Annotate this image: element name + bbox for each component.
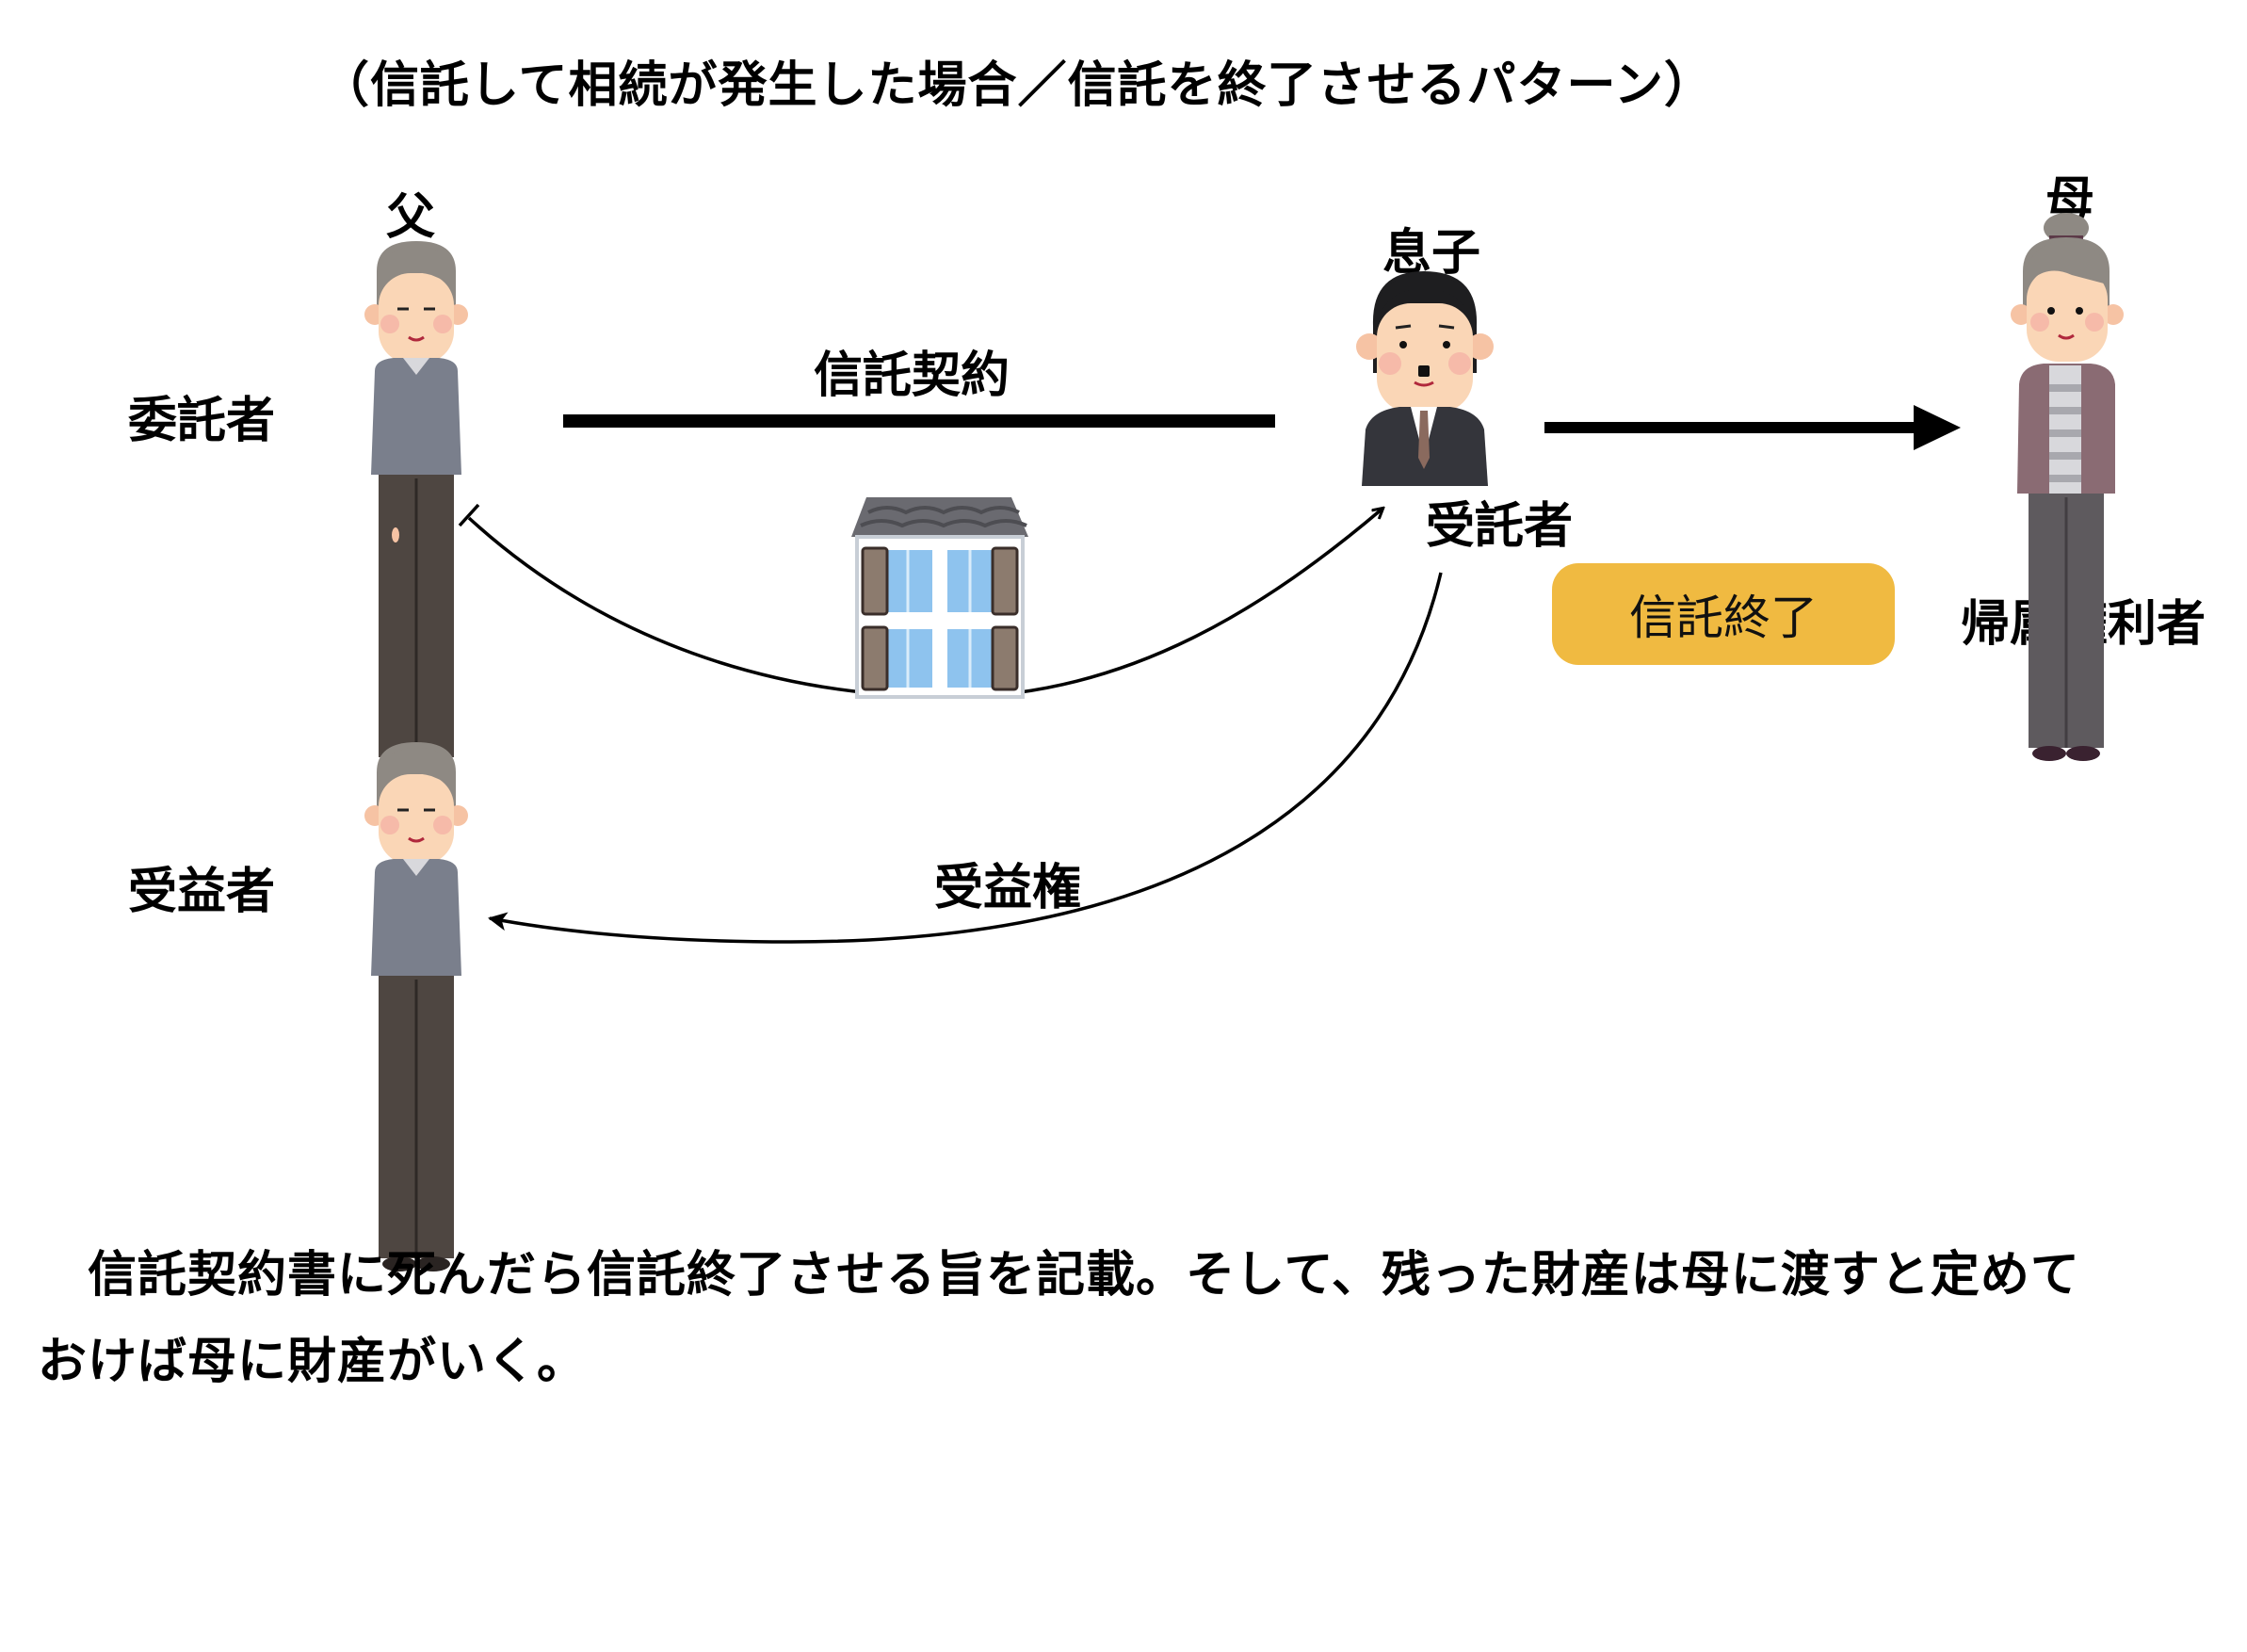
- beneficial-right-label: 受益権: [934, 860, 1082, 916]
- father-bottom-figure: [364, 742, 468, 1271]
- settlor-label: 委託者: [128, 393, 276, 449]
- beneficial-right-arrow: [488, 572, 1443, 944]
- mother-figure: [2011, 213, 2124, 761]
- beneficiary-label: 受益者: [128, 864, 276, 920]
- trustee-label: 受託者: [1426, 498, 1574, 555]
- trust-end-badge: 信託終了: [1552, 563, 1895, 665]
- father-top-figure: [364, 241, 468, 770]
- trust-end-badge-label: 信託終了: [1629, 591, 1818, 645]
- son-figure: [1356, 271, 1494, 486]
- explanation-line-2: おけば母に財産がいく。: [38, 1334, 588, 1390]
- house-icon: [851, 497, 1028, 699]
- transfer-arrow: [1544, 405, 1961, 450]
- trust-contract-label: 信託契約: [814, 348, 1010, 404]
- explanation-text: 信託契約書に死んだら信託終了させる旨を記載。そして、残った財産は母に渡すと定めて…: [38, 1232, 2232, 1405]
- contract-line: [563, 414, 1275, 428]
- father-top-name: 父: [386, 189, 436, 246]
- diagram-title: （信託して相続が発生した場合／信託を終了させるパターン）: [320, 57, 1714, 114]
- explanation-line-1: 信託契約書に死んだら信託終了させる旨を記載。そして、残った財産は母に渡すと定めて: [38, 1247, 2080, 1304]
